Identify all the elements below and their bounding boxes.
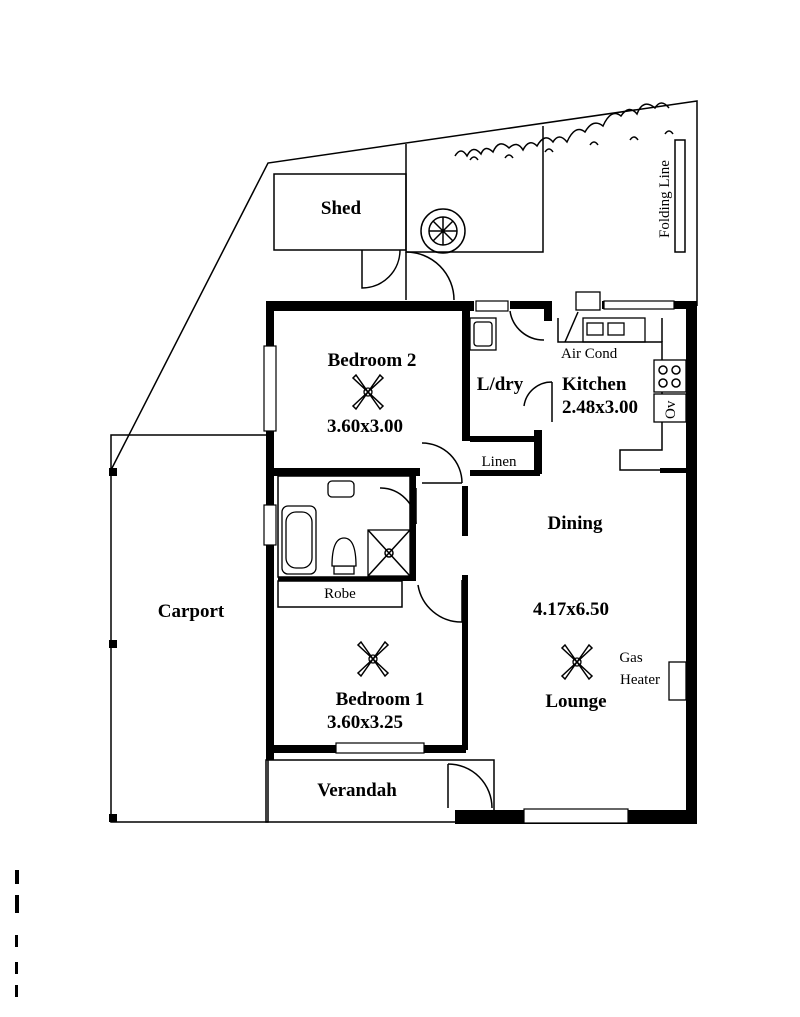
shed-label: Shed xyxy=(321,198,362,219)
laundry-label: L/dry xyxy=(477,374,524,395)
tree-icon xyxy=(420,208,466,254)
dining-label: Dining xyxy=(548,513,603,534)
folding-line xyxy=(674,139,686,253)
air-cond-label: Air Cond xyxy=(561,346,618,362)
bedroom2-size: 3.60x3.00 xyxy=(327,416,403,437)
carport-label: Carport xyxy=(158,601,225,622)
robe xyxy=(277,580,403,608)
ceiling-fan-icon xyxy=(560,643,594,681)
bedroom1-size: 3.60x3.25 xyxy=(327,712,403,733)
shed xyxy=(273,173,455,301)
living-size: 4.17x6.50 xyxy=(533,599,609,620)
gas-heater-label-2: Heater xyxy=(620,672,660,688)
linen-label: Linen xyxy=(482,454,517,470)
shrub-icon xyxy=(454,102,674,161)
gas-heater-label-1: Gas xyxy=(619,650,642,666)
kitchen-label: Kitchen xyxy=(562,374,627,395)
bedroom2-label: Bedroom 2 xyxy=(328,350,417,371)
ceiling-fan-icon xyxy=(356,640,390,678)
doors xyxy=(379,310,553,623)
laundry-tub-icon xyxy=(469,317,497,351)
lounge-label: Lounge xyxy=(545,691,606,712)
edge-marks xyxy=(15,870,19,997)
folding-line-label: Folding Line xyxy=(657,160,673,238)
verandah xyxy=(265,759,495,823)
robe-label: Robe xyxy=(324,586,356,602)
bedroom1-label: Bedroom 1 xyxy=(336,689,425,710)
carport xyxy=(109,434,269,823)
verandah-label: Verandah xyxy=(317,780,397,801)
bathroom-fixtures xyxy=(277,475,411,578)
gas-heater-icon xyxy=(668,661,687,701)
windows xyxy=(263,300,675,824)
kitchen-fixtures xyxy=(557,291,687,473)
kitchen-size: 2.48x3.00 xyxy=(562,397,638,418)
interior-walls xyxy=(270,311,542,750)
ceiling-fan-icon xyxy=(351,373,385,411)
oven-label: Ov xyxy=(663,400,679,419)
